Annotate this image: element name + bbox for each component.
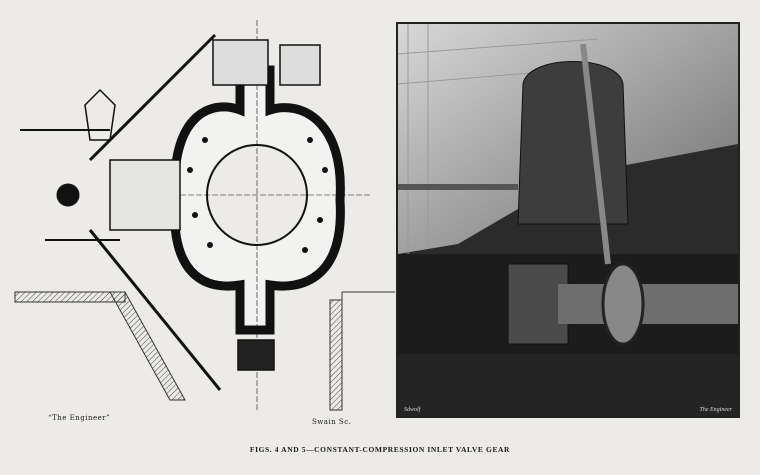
valve-gear-linkage <box>20 33 222 391</box>
photo-engine-image <box>398 24 738 416</box>
bolt-holes <box>187 137 328 253</box>
fig5-photograph: Sdwolf The Engineer <box>396 22 740 418</box>
cylinder-section <box>140 20 370 410</box>
foundation-hatching <box>14 291 395 411</box>
photo-signature-left: Sdwolf <box>404 407 421 413</box>
fig4-credit-left: “The Engineer” <box>48 414 111 422</box>
photo-signature-right: The Engineer <box>699 407 733 413</box>
figure-caption: FIGS. 4 AND 5—CONSTANT-COMPRESSION INLET… <box>249 445 511 454</box>
fig4-credit-right: Swain Sc. <box>312 418 352 426</box>
fig4-sectional-drawing <box>14 20 395 411</box>
